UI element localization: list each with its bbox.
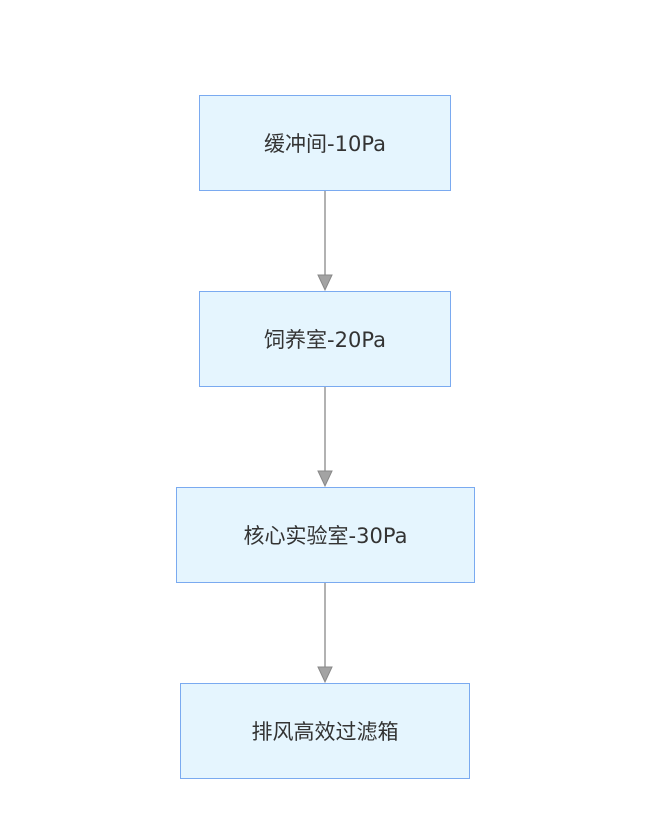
node-label: 缓冲间-10Pa [264,132,386,156]
node-label: 饲养室-20Pa [264,328,386,352]
node-exhaust-hepa-filter-box: 排风高效过滤箱 [180,683,470,779]
node-breeding-room: 饲养室-20Pa [199,291,451,387]
node-core-lab: 核心实验室-30Pa [176,487,475,583]
edge-buffer-to-breeding [317,191,333,292]
arrowhead-icon [317,470,333,488]
edge-core-lab-to-exhaust-filter [317,583,333,684]
edge-breeding-to-core-lab [317,387,333,488]
node-label: 排风高效过滤箱 [251,720,399,744]
node-buffer-room: 缓冲间-10Pa [199,95,451,191]
node-label: 核心实验室-30Pa [243,524,408,548]
arrowhead-icon [317,274,333,292]
arrowhead-icon [317,666,333,684]
